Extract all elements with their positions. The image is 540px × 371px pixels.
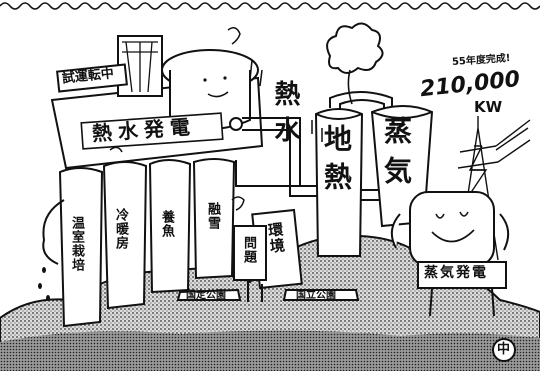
problem-sign-label: 問題 <box>241 236 256 264</box>
corner-mark-label: 中 <box>497 342 511 357</box>
wavy-border <box>0 2 540 10</box>
geothermal-tower <box>314 108 364 257</box>
hot-water-plant-label-box <box>80 112 224 150</box>
face-marks <box>203 76 229 98</box>
use-label-greenhouse: 温室栽培 <box>69 216 84 272</box>
steam-plant-label: 蒸気発電 <box>424 265 488 281</box>
quasi-national-park-label: 国定公園 <box>186 290 226 301</box>
hot-water-vertical-label: 熱水 <box>270 80 300 152</box>
steam-cloud <box>326 22 384 74</box>
drips <box>38 267 50 301</box>
steam-label: 蒸気 <box>380 116 413 196</box>
use-columns <box>42 158 236 328</box>
doodles <box>109 27 323 211</box>
national-park-label: 国立公園 <box>296 290 336 301</box>
output-unit-label: KW <box>474 98 503 116</box>
use-label-snow-melting: 融雪 <box>205 202 220 230</box>
signs <box>176 208 360 302</box>
mountains-foreground <box>0 330 540 371</box>
geothermal-label: 地熱 <box>320 124 353 200</box>
steam-plant-character <box>390 191 510 317</box>
use-label-fish-farming: 養魚 <box>159 210 174 238</box>
pipes <box>235 91 441 240</box>
corner-emblem <box>492 338 516 362</box>
environment-sign-label: 環境 <box>265 221 287 255</box>
use-label-heating-cooling: 冷暖房 <box>113 208 128 250</box>
trial-sign-board <box>56 63 128 93</box>
